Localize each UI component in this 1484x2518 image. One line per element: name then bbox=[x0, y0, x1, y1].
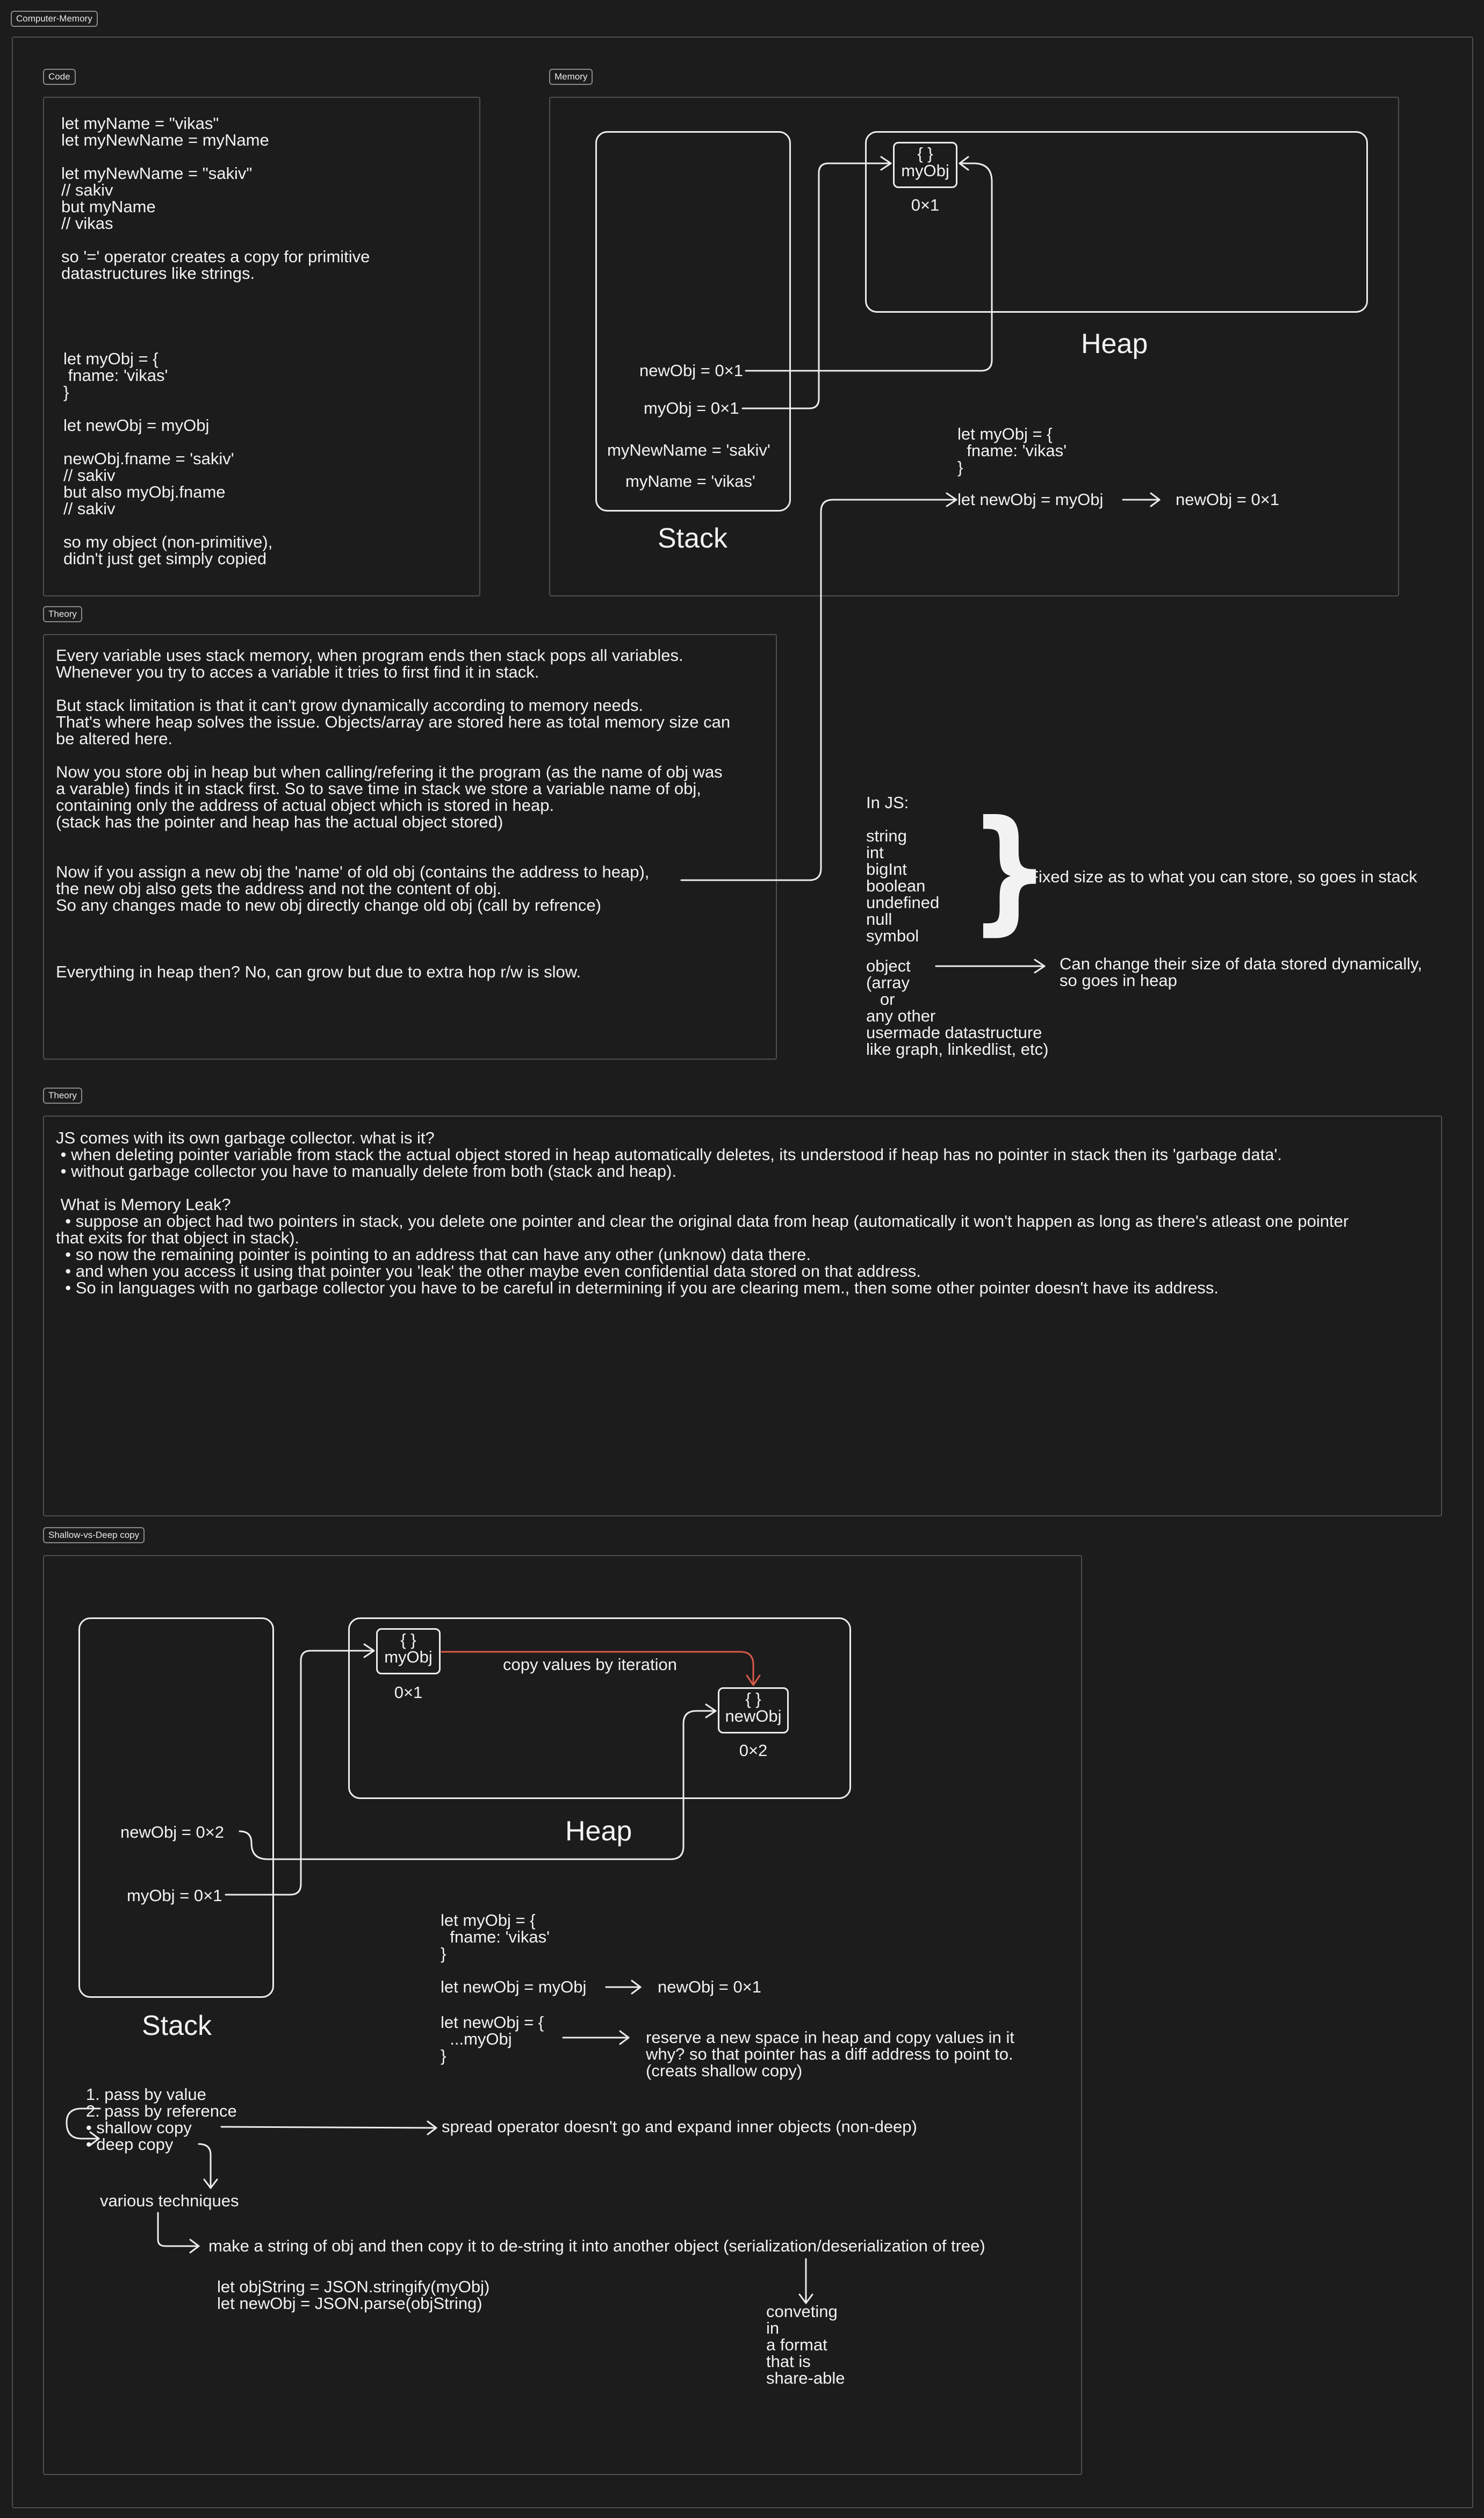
shallow-assign: let newObj = myObj bbox=[441, 1977, 587, 1996]
js-types-heading: In JS: bbox=[866, 793, 909, 812]
frame-label-code[interactable]: Code bbox=[43, 69, 76, 85]
converting-note: conveting in a format that is share-able bbox=[766, 2302, 845, 2387]
code-object-example: let myObj = { fname: 'vikas' } let newOb… bbox=[63, 349, 273, 568]
theory2-frame bbox=[43, 1116, 1442, 1516]
spread-limit-note: spread operator doesn't go and expand in… bbox=[442, 2117, 917, 2136]
spread-snippet: let newObj = { ...myObj } bbox=[441, 2013, 544, 2065]
shallow-snippet: let myObj = { fname: 'vikas' } bbox=[441, 1911, 550, 1963]
shallow-obj1-name: myObj bbox=[384, 1648, 433, 1666]
outer-frame bbox=[12, 37, 1473, 2508]
shallow-heap-object-myobj bbox=[376, 1628, 441, 1674]
frame-label-computer-memory[interactable]: Computer-Memory bbox=[11, 11, 98, 27]
theory2-text: JS comes with its own garbage collector.… bbox=[56, 1128, 1349, 1297]
shallow-stack-box bbox=[78, 1617, 274, 1998]
memory-assign-result: newObj = 0×1 bbox=[1176, 490, 1280, 509]
stack-entry-mynewname: myNewName = 'sakiv' bbox=[607, 441, 770, 459]
json-code: let objString = JSON.stringify(myObj) le… bbox=[217, 2277, 490, 2313]
curly-brace-icon: } bbox=[969, 792, 1050, 948]
stack-entry-myname: myName = 'vikas' bbox=[625, 472, 755, 491]
shallow-stack-label: Stack bbox=[142, 2010, 212, 2041]
shallow-heap-label: Heap bbox=[565, 1816, 632, 1847]
shallow-obj1-address: 0×1 bbox=[394, 1683, 423, 1702]
spread-note: reserve a new space in heap and copy val… bbox=[646, 2028, 1014, 2080]
frame-label-theory-1[interactable]: Theory bbox=[43, 606, 82, 622]
heap-label: Heap bbox=[1081, 328, 1148, 359]
js-object-note: Can change their size of data stored dyn… bbox=[1060, 954, 1422, 990]
code-primitive-example: let myName = "vikas" let myNewName = myN… bbox=[61, 114, 370, 283]
code-frame bbox=[43, 97, 480, 596]
js-primitive-note: Fixed size as to what you can store, so … bbox=[1028, 867, 1417, 886]
shallow-assign-result: newObj = 0×1 bbox=[658, 1977, 762, 1996]
shallow-obj2-address: 0×2 bbox=[739, 1741, 768, 1760]
shallow-obj2-brace: { } bbox=[745, 1689, 761, 1708]
js-primitive-types: string int bigInt boolean undefined null… bbox=[866, 826, 940, 945]
memory-assign: let newObj = myObj bbox=[957, 490, 1104, 509]
various-techniques: various techniques bbox=[100, 2191, 239, 2210]
frame-label-shallow-deep[interactable]: Shallow-vs-Deep copy bbox=[43, 1527, 145, 1543]
object-brace: { } bbox=[917, 144, 933, 163]
memory-snippet: let myObj = { fname: 'vikas' } bbox=[957, 425, 1067, 477]
object-address: 0×1 bbox=[911, 196, 940, 214]
frame-label-theory-2[interactable]: Theory bbox=[43, 1088, 82, 1104]
shallow-obj2-name: newObj bbox=[725, 1707, 782, 1725]
shallow-obj1-brace: { } bbox=[400, 1630, 416, 1649]
stack-entry-newobj: newObj = 0×1 bbox=[639, 361, 744, 380]
memory-frame bbox=[549, 97, 1399, 596]
stack-entry-myobj: myObj = 0×1 bbox=[644, 399, 739, 418]
copy-types-list: 1. pass by value 2. pass by reference • … bbox=[85, 2085, 237, 2154]
stack-label: Stack bbox=[658, 523, 728, 554]
js-object-types: object (array or any other usermade data… bbox=[866, 956, 1049, 1059]
shallow-deep-frame bbox=[43, 1555, 1082, 2475]
copy-by-iteration-label: copy values by iteration bbox=[503, 1655, 677, 1674]
object-name: myObj bbox=[901, 161, 949, 180]
shallow-heap-object-newobj bbox=[718, 1687, 789, 1733]
shallow-stack-newobj: newObj = 0×2 bbox=[120, 1823, 225, 1841]
serialization-note: make a string of obj and then copy it to… bbox=[208, 2236, 985, 2255]
theory1-text: Every variable uses stack memory, when p… bbox=[56, 646, 731, 981]
shallow-stack-myobj: myObj = 0×1 bbox=[127, 1886, 222, 1905]
frame-label-memory[interactable]: Memory bbox=[549, 69, 593, 85]
